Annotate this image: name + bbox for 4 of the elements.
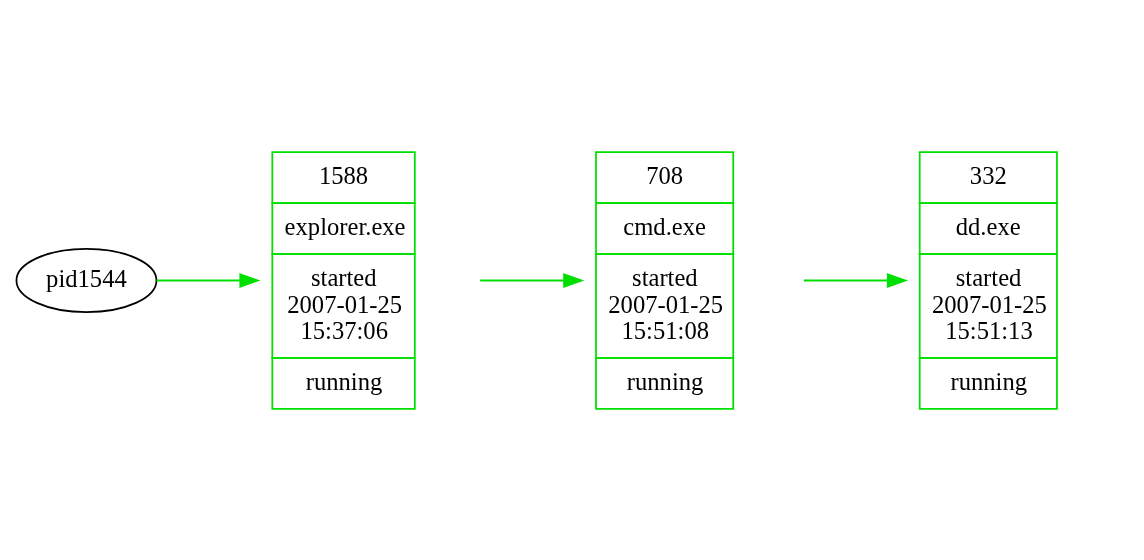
arrow <box>155 272 261 288</box>
node-ellipse: pid1544 <box>15 247 158 313</box>
arrow <box>802 272 909 288</box>
arrow <box>479 272 585 288</box>
